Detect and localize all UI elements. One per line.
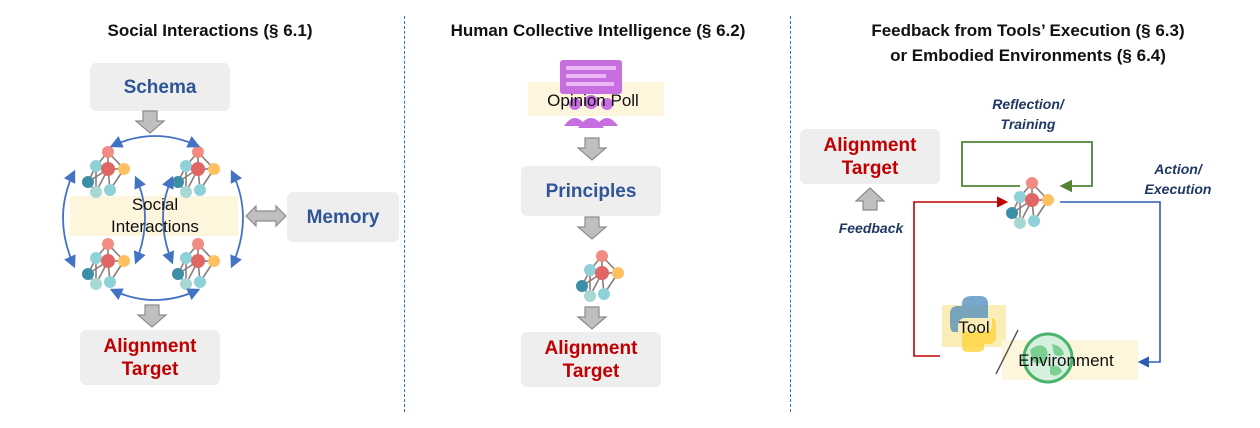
target-label-line1: Alignment: [103, 335, 197, 357]
feedback-panel-title: Feedback from Tools’ Execution (§ 6.3) o…: [808, 20, 1248, 67]
feedback-arrow: [913, 196, 1009, 357]
panel-divider-right: [790, 16, 791, 412]
python-logo-icon: [950, 296, 996, 352]
principles-label: Principles: [545, 180, 637, 202]
schema-label: Schema: [123, 76, 197, 98]
gray-arrow-icon: [577, 137, 607, 161]
neural-network-icon: [81, 145, 131, 199]
reflection-line2: Training: [1000, 116, 1056, 132]
opinion-poll-label: Opinion Poll: [547, 91, 639, 110]
gray-up-arrow-icon: [854, 187, 886, 211]
neural-network-icon: [171, 237, 221, 291]
collective-alignment-target-box: Alignment Target: [521, 332, 661, 387]
social-label-line1: Social: [131, 195, 179, 214]
feedback-title-line1: Feedback from Tools’ Execution (§ 6.3): [871, 21, 1185, 40]
target-label-line2: Target: [562, 360, 620, 382]
action-line1: Action/: [1154, 161, 1202, 177]
social-alignment-target-box: Alignment Target: [80, 330, 220, 385]
neural-network-icon: [1005, 176, 1055, 230]
action-line2: Execution: [1144, 181, 1212, 197]
memory-label: Memory: [306, 206, 380, 228]
environment-label: Environment: [1018, 351, 1114, 370]
gray-arrow-icon: [135, 110, 165, 134]
gray-arrow-icon: [137, 304, 167, 328]
target-label-line2: Target: [841, 157, 899, 179]
panel-divider-left: [404, 16, 405, 412]
interaction-arrows: [62, 135, 244, 301]
target-label-line1: Alignment: [544, 337, 638, 359]
feedback-label: Feedback: [838, 220, 904, 236]
neural-network-icon: [171, 145, 221, 199]
collective-panel-title: Human Collective Intelligence (§ 6.2): [450, 21, 746, 40]
reflection-line1: Reflection/: [992, 96, 1064, 112]
neural-network-icon: [575, 249, 625, 303]
tool-environment-separator: [995, 329, 1019, 375]
reflection-training-label: Reflection/ Training: [968, 94, 1088, 134]
reflection-loop-arrow: [961, 141, 1093, 193]
feedback-alignment-target-box: Alignment Target: [800, 129, 940, 184]
neural-network-icon: [81, 237, 131, 291]
globe-icon: [1022, 332, 1074, 384]
action-execution-label: Action/ Execution: [1118, 159, 1238, 199]
schema-box: Schema: [90, 63, 230, 111]
social-panel-title: Social Interactions (§ 6.1): [107, 21, 313, 40]
social-interactions-label: Social Interactions: [110, 194, 200, 238]
memory-double-arrow-icon: [245, 204, 287, 228]
action-arrow: [1060, 201, 1161, 368]
principles-box: Principles: [521, 166, 661, 216]
tool-label: Tool: [958, 318, 989, 337]
feedback-title-line2: or Embodied Environments (§ 6.4): [890, 46, 1166, 65]
target-label-line1: Alignment: [823, 134, 917, 156]
social-interactions-band: [70, 196, 238, 236]
gray-arrow-icon: [577, 216, 607, 240]
gray-arrow-icon: [577, 306, 607, 330]
poll-people-icon: [560, 60, 622, 128]
social-label-line2: Interactions: [111, 217, 199, 236]
memory-box: Memory: [287, 192, 399, 242]
target-label-line2: Target: [121, 358, 179, 380]
